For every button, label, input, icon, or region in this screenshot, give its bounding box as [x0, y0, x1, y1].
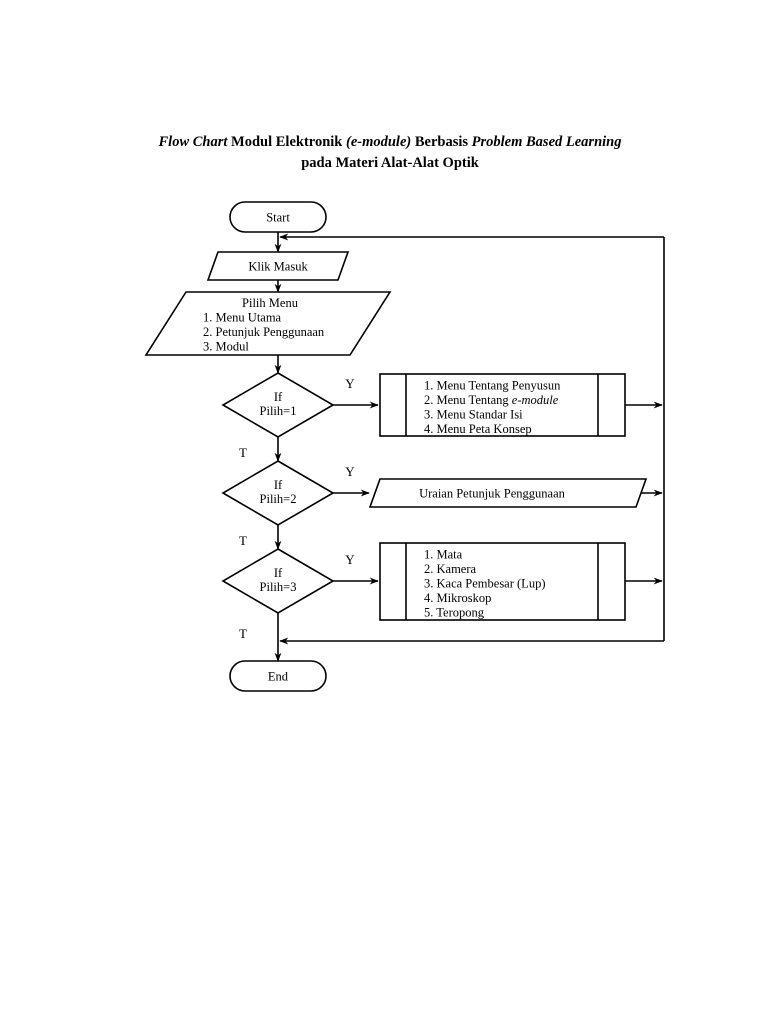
end-terminator-shape — [229, 660, 327, 692]
page-title: Flow Chart Modul Elektronik (e-module) B… — [110, 132, 670, 174]
node-decision-pilih-1[interactable]: If Pilih=1 — [221, 372, 335, 438]
klik-masuk-parallelogram-shape — [206, 251, 350, 281]
process-1-item-2-emodule: e-module — [512, 393, 559, 407]
process-3-item-3: 3. Kaca Pembesar (Lup) — [424, 577, 545, 591]
node-klik-masuk[interactable]: Klik Masuk — [206, 251, 350, 281]
title-berbasis-run: Berbasis — [411, 134, 472, 150]
branch-label-if3-yes: Y — [345, 552, 355, 567]
process-1-item-4: 4. Menu Peta Konsep — [424, 422, 532, 436]
node-process-alat-optik[interactable]: 1. Mata 2. Kamera 3. Kaca Pembesar (Lup)… — [379, 542, 626, 621]
end-label: End — [268, 670, 289, 684]
decision-3-diamond-shape — [221, 548, 335, 614]
uraian-label: Uraian Petunjuk Penggunaan — [419, 487, 566, 501]
branch-label-if2-no: T — [239, 533, 247, 548]
node-start[interactable]: Start — [229, 201, 327, 233]
klik-masuk-label: Klik Masuk — [248, 260, 308, 274]
process-3-item-4: 4. Mikroskop — [424, 591, 491, 605]
node-decision-pilih-2[interactable]: If Pilih=2 — [221, 460, 335, 526]
node-uraian-petunjuk[interactable]: Uraian Petunjuk Penggunaan — [368, 478, 648, 508]
decision-1-label-line1: If — [274, 390, 283, 404]
process-1-outer-shape — [379, 373, 626, 437]
node-process-menu-utama[interactable]: 1. Menu Tentang Penyusun 2. Menu Tentang… — [379, 373, 626, 437]
start-label: Start — [266, 211, 290, 225]
title-emodule-run: (e-module) — [345, 134, 412, 150]
pilih-menu-item-1: 1. Menu Utama — [203, 311, 282, 325]
pilih-menu-item-3: 3. Modul — [203, 340, 249, 354]
process-3-item-5: 5. Teropong — [424, 606, 485, 620]
process-1-item-1: 1. Menu Tentang Penyusun — [424, 379, 561, 393]
branch-label-if1-yes: Y — [345, 376, 355, 391]
decision-3-label-line2: Pilih=3 — [260, 580, 297, 594]
pilih-menu-item-2: 2. Petunjuk Penggunaan — [203, 325, 325, 339]
process-1-item-2-prefix: 2. Menu Tentang — [424, 393, 512, 407]
process-1-item-3: 3. Menu Standar Isi — [424, 408, 523, 422]
start-terminator-shape — [229, 201, 327, 233]
process-3-item-1: 1. Mata — [424, 548, 463, 562]
decision-2-diamond-shape — [221, 460, 335, 526]
branch-label-if1-no: T — [239, 445, 247, 460]
decision-1-diamond-shape — [221, 372, 335, 438]
branch-label-if3-no: T — [239, 626, 247, 641]
pilih-menu-parallelogram-shape — [144, 291, 392, 356]
title-modul-run: Modul Elektronik — [227, 134, 346, 150]
branch-label-if2-yes: Y — [345, 464, 355, 479]
pilih-menu-title: Pilih Menu — [242, 296, 299, 310]
title-flowchart-run: Flow Chart — [158, 134, 228, 150]
node-pilih-menu[interactable]: Pilih Menu 1. Menu Utama 2. Petunjuk Pen… — [144, 291, 392, 356]
process-3-outer-shape — [379, 542, 626, 621]
process-1-item-2: 2. Menu Tentang e-module — [424, 393, 559, 407]
decision-3-label-line1: If — [274, 566, 283, 580]
node-end[interactable]: End — [229, 660, 327, 692]
process-3-item-2: 2. Kamera — [424, 562, 477, 576]
uraian-parallelogram-shape — [368, 478, 648, 508]
node-decision-pilih-3[interactable]: If Pilih=3 — [221, 548, 335, 614]
decision-2-label-line1: If — [274, 478, 283, 492]
title-subtitle-run: pada Materi Alat-Alat Optik — [301, 155, 479, 171]
decision-1-label-line2: Pilih=1 — [260, 404, 297, 418]
title-pbl-run: Problem Based Learning — [471, 134, 622, 150]
decision-2-label-line2: Pilih=2 — [260, 492, 297, 506]
branch-label-layer: Y T Y T Y T — [239, 376, 355, 641]
connector-layer — [274, 232, 665, 662]
